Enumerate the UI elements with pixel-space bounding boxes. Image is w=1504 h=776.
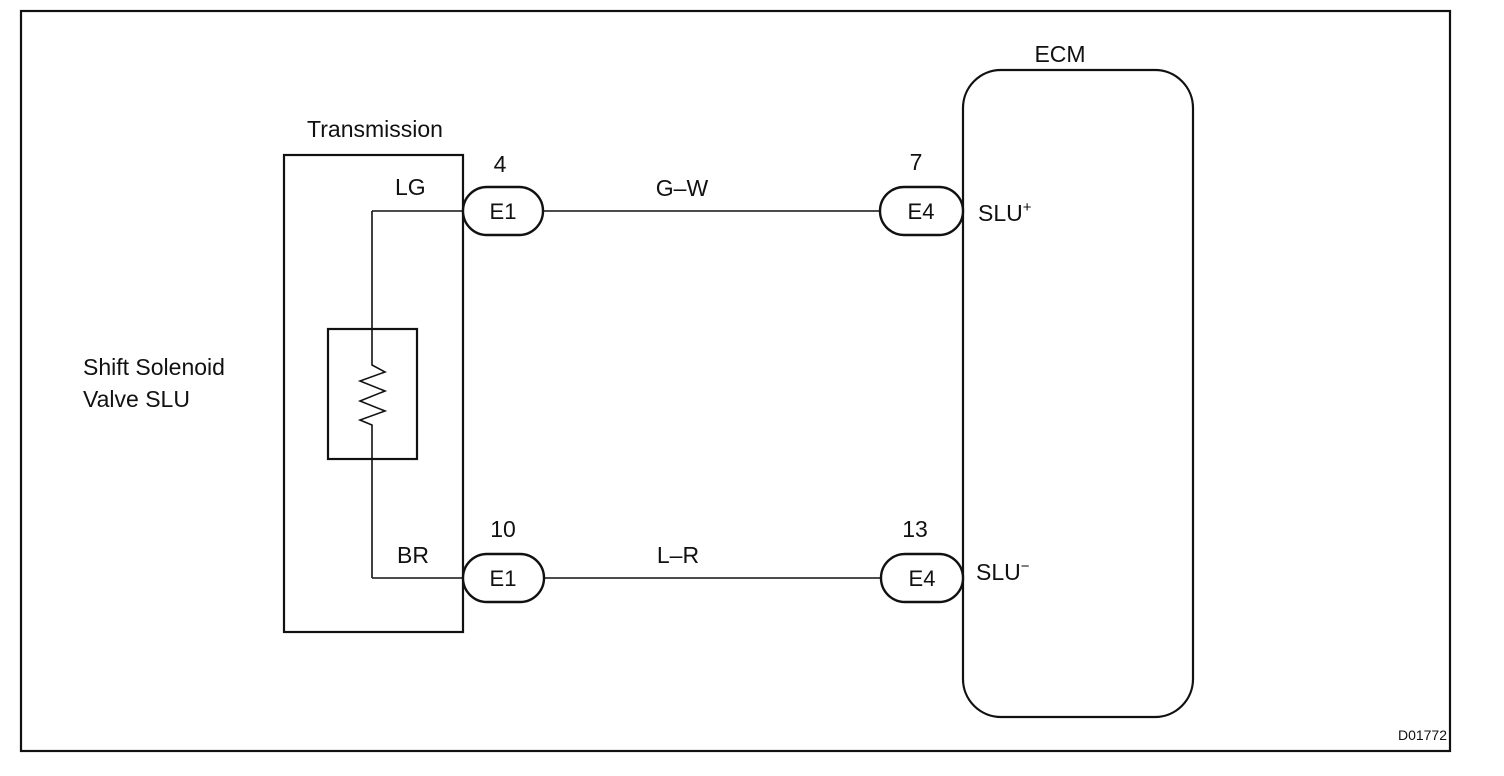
ecm-label: ECM (1034, 41, 1085, 67)
pin-number-13: 13 (902, 516, 928, 542)
ecm-terminal-slu-minus-name: SLU (976, 559, 1021, 585)
wire-color-bottom: L–R (657, 542, 699, 568)
connector-e1-top (461, 185, 545, 237)
terminal-color-lg: LG (395, 174, 426, 200)
connector-e4-bottom-label: E4 (909, 566, 936, 591)
connector-e4-top (878, 185, 965, 237)
pin-number-4: 4 (494, 151, 507, 177)
connector-e1-bottom-label: E1 (490, 566, 517, 591)
pin-number-10: 10 (490, 516, 516, 542)
ecm-terminal-slu-plus-name: SLU (978, 200, 1023, 226)
solenoid-label-line2: Valve SLU (83, 386, 190, 412)
terminal-color-br: BR (397, 542, 429, 568)
transmission-label: Transmission (307, 116, 443, 142)
transmission-block (282, 153, 465, 634)
ecm-terminal-slu-minus-sign: − (1021, 558, 1030, 575)
connector-e4-bottom (879, 552, 965, 604)
ecm-block (961, 68, 1195, 719)
connector-e4-top-label: E4 (908, 199, 935, 224)
solenoid-coil-icon (357, 211, 388, 578)
ecm-terminal-slu-plus-sign: + (1023, 199, 1032, 216)
ecm-terminal-slu-minus: SLU− (976, 558, 1030, 585)
diagram-frame (19, 9, 1452, 753)
ecm-terminal-slu-plus: SLU+ (978, 199, 1032, 226)
pin-number-7: 7 (910, 149, 923, 175)
figure-code: D01772 (1398, 727, 1447, 743)
connector-e1-top-label: E1 (490, 199, 517, 224)
wire-color-top: G–W (656, 175, 709, 201)
connector-e1-bottom (461, 552, 546, 604)
solenoid-label-line1: Shift Solenoid (83, 354, 225, 380)
